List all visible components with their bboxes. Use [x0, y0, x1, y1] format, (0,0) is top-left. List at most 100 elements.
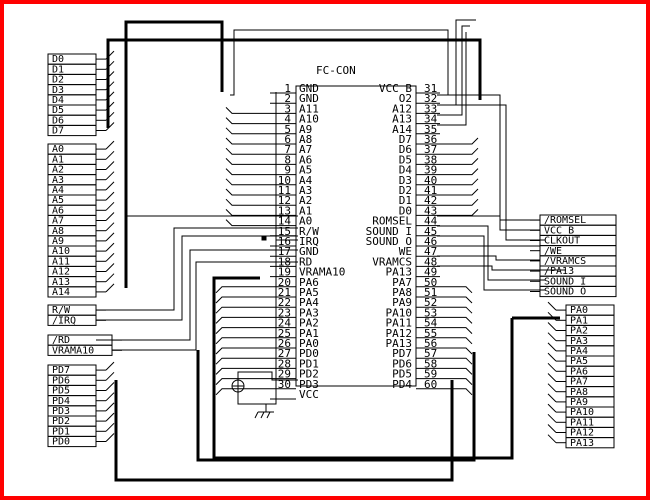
signal-label: /VRAMCS — [544, 256, 586, 267]
pin-name: PD4 — [392, 378, 412, 391]
signal-label: A2 — [52, 165, 64, 176]
wire — [437, 225, 545, 281]
signal-label: A9 — [52, 236, 64, 247]
wire — [440, 296, 473, 304]
wire — [225, 198, 270, 206]
bus-lines — [106, 20, 560, 482]
pin-number: 56 — [424, 337, 437, 350]
pin-name: IRQ — [299, 235, 319, 248]
wire — [105, 392, 115, 402]
signal-label: SOUND O — [544, 287, 586, 298]
pin-number: 32 — [424, 92, 437, 105]
signal-label: PA8 — [570, 387, 588, 398]
wire — [105, 433, 115, 442]
wire — [105, 382, 115, 391]
pin-name: A13 — [392, 113, 412, 126]
wire — [105, 222, 115, 232]
pin-name: WE — [399, 245, 412, 258]
wire — [105, 201, 115, 211]
pin-number: 5 — [284, 123, 291, 136]
bus-pa-left — [212, 276, 260, 340]
wire — [112, 261, 298, 351]
wire — [547, 393, 557, 403]
signal-label: /PA13 — [544, 266, 574, 277]
wire — [215, 347, 270, 355]
wire — [105, 81, 115, 91]
control-labels-a: R/W/IRQ — [47, 304, 106, 326]
signal-label: PA3 — [570, 336, 588, 347]
pin-name: PA1 — [299, 327, 319, 340]
wire — [105, 242, 115, 252]
wire — [105, 191, 115, 201]
signal-label: PA10 — [570, 407, 594, 418]
pin-name: PD5 — [392, 368, 412, 381]
pin-number: 40 — [424, 174, 437, 187]
pin-name: D6 — [399, 143, 412, 156]
wire — [225, 209, 270, 216]
signal-label: SOUND I — [544, 276, 586, 287]
wire — [215, 378, 270, 385]
pin-number: 58 — [424, 357, 437, 370]
gnd-chain — [266, 92, 277, 405]
pin-name: D0 — [399, 204, 412, 217]
pin-name: GND — [299, 245, 319, 258]
wire — [225, 137, 270, 145]
pin-number: 33 — [424, 102, 437, 115]
pin-name: VRAMA10 — [299, 266, 345, 279]
wire — [547, 301, 557, 311]
signal-label: PA11 — [570, 417, 594, 428]
wire — [215, 296, 270, 304]
pin-number: 43 — [424, 204, 437, 217]
wire — [105, 252, 115, 262]
signal-label: /IRQ — [52, 315, 76, 326]
wire — [215, 388, 270, 396]
wire — [547, 342, 557, 352]
pin-number: 13 — [278, 204, 291, 217]
signal-label: PD7 — [52, 365, 70, 376]
wire — [105, 101, 115, 111]
wire — [440, 178, 479, 186]
wire — [215, 316, 270, 324]
pin-number: 53 — [424, 306, 437, 319]
pin-number: 16 — [278, 235, 291, 248]
pin-name: PD6 — [392, 357, 412, 370]
pin-number: 24 — [278, 317, 292, 330]
signal-label: A3 — [52, 175, 64, 186]
left-pin-stubs — [270, 92, 296, 400]
wire — [105, 71, 115, 80]
pin-number: 48 — [424, 255, 437, 268]
signal-label: PD0 — [52, 437, 70, 448]
pin-number: 54 — [424, 317, 438, 330]
pin-name: SOUND O — [366, 235, 412, 248]
signal-label: A11 — [52, 256, 70, 267]
pin-number: 8 — [284, 153, 291, 166]
signal-label: PD1 — [52, 426, 70, 437]
wire — [437, 215, 540, 221]
pin-name: D1 — [399, 194, 412, 207]
signal-label: /ROMSEL — [544, 215, 586, 226]
wire — [440, 357, 473, 365]
bus-top-left — [106, 38, 482, 128]
pin-name: PD3 — [299, 378, 319, 391]
pin-name: PA13 — [386, 337, 413, 350]
signal-label: CLKOUT — [544, 236, 580, 247]
control-wires — [96, 215, 298, 351]
wire — [547, 373, 557, 382]
pin-name: VCC B — [379, 82, 412, 95]
pin-name: PA2 — [299, 317, 319, 330]
pin-name: O2 — [399, 92, 412, 105]
signal-label: D4 — [52, 95, 64, 106]
pin-number: 1 — [284, 82, 291, 95]
wire — [547, 413, 557, 423]
wire — [440, 337, 473, 345]
pin-name: PD0 — [299, 347, 319, 360]
wire — [105, 422, 115, 432]
pin-name: A7 — [299, 143, 312, 156]
pin-name: A14 — [392, 123, 412, 136]
wire — [440, 147, 479, 155]
pin-number: 37 — [424, 143, 437, 156]
wire — [440, 158, 479, 165]
